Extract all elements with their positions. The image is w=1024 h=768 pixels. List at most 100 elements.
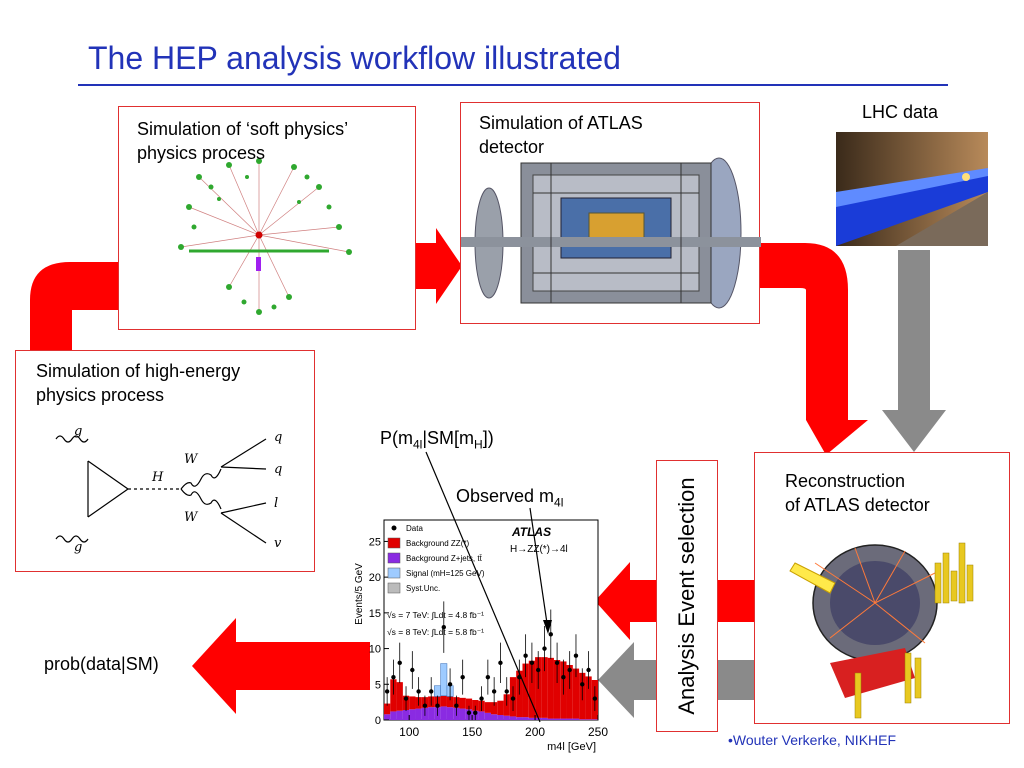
legend-marker <box>391 525 397 531</box>
bar-zjets <box>541 717 548 720</box>
bar-zjets <box>585 719 592 720</box>
x-axis-label: m4l [GeV] <box>547 741 596 753</box>
bar-zz <box>585 676 592 720</box>
bar-zjets <box>384 714 391 720</box>
data-point <box>592 696 598 701</box>
data-point <box>410 667 415 673</box>
legend-marker <box>387 567 401 579</box>
box-high-energy: Simulation of high-energy physics proces… <box>15 350 315 572</box>
p-label-pre: P(m <box>380 428 413 448</box>
event-display-graphic <box>789 542 974 719</box>
box-atlas-detector: Simulation of ATLAS detector <box>460 102 761 324</box>
bar-zjets <box>402 710 410 720</box>
bar-zz <box>541 657 548 718</box>
bar-zz <box>440 695 447 707</box>
lhc-data-label: LHC data <box>862 102 939 122</box>
observed-label-pre: Observed m <box>456 486 555 506</box>
label-W1: W <box>184 452 199 467</box>
bar-zz <box>553 660 561 719</box>
data-point <box>542 646 547 651</box>
box-reconstruction: Reconstruction of ATLAS detector <box>754 452 1010 724</box>
p-label-sub2: H <box>474 437 483 452</box>
bar-zjets <box>522 717 529 720</box>
reconstruction-label: Reconstruction of ATLAS detector <box>785 471 930 515</box>
data-point <box>504 689 509 694</box>
bar-zjets <box>415 708 422 720</box>
data-point <box>422 703 428 708</box>
arrow-detector-to-reco <box>760 243 868 455</box>
bar-zjets <box>547 718 554 720</box>
bar-zz <box>497 700 504 715</box>
soft-physics-label: Simulation of ‘soft physics’ physics pro… <box>137 119 349 163</box>
data-point <box>561 674 566 680</box>
data-point <box>573 653 579 658</box>
data-point <box>485 674 491 680</box>
y-tick-label: 15 <box>369 608 381 620</box>
y-axis-label: Events/5 GeV <box>354 563 365 625</box>
data-point <box>580 682 585 687</box>
label-g1: g <box>74 424 82 439</box>
bar-zz <box>484 702 491 713</box>
box-soft-physics: Simulation of ‘soft physics’ physics pro… <box>118 106 416 330</box>
label-v: v <box>274 536 282 551</box>
y-tick-label: 0 <box>375 715 381 727</box>
p-label-mid: |SM[m <box>422 428 475 448</box>
bar-zjets <box>566 718 573 720</box>
data-point <box>510 696 516 701</box>
footer-credit: •Wouter Verkerke, NIKHEF <box>728 732 897 748</box>
data-point <box>586 667 591 673</box>
x-tick-label: 200 <box>525 725 545 739</box>
data-point <box>384 689 390 694</box>
bar-zjets <box>579 719 586 720</box>
label-q1: q <box>274 430 282 445</box>
bar-zz <box>396 682 403 711</box>
bar-zjets <box>503 715 510 720</box>
x-tick-label: 100 <box>399 725 419 739</box>
p-label-sub1: 4l <box>413 437 423 452</box>
p-label-post: ]) <box>482 428 494 448</box>
data-point <box>435 703 440 708</box>
bar-zjets <box>390 711 397 720</box>
label-q2: q <box>274 462 282 477</box>
data-point <box>460 674 465 680</box>
bar-zjets <box>409 709 416 720</box>
bar-zjets <box>591 719 598 720</box>
bar-zjets <box>440 706 447 720</box>
bar-zjets <box>459 708 466 720</box>
legend-label: Data <box>406 524 423 533</box>
energy-label: √s = 8 TeV: ∫Ldt = 5.8 fb⁻¹ <box>387 627 484 637</box>
bar-zjets <box>491 714 498 720</box>
lhc-tunnel-photo <box>836 132 988 246</box>
analysis-selection-label: Analysis Event selection <box>674 477 699 715</box>
title-rule <box>78 84 948 86</box>
data-point <box>536 667 541 673</box>
label-g2: g <box>74 540 82 555</box>
bar-zz <box>409 696 416 710</box>
bar-zjets <box>572 718 580 720</box>
bar-zjets <box>478 711 485 720</box>
data-point <box>397 660 402 666</box>
p-likelihood-label: P(m4l|SM[mH]) <box>380 428 494 452</box>
bar-zz <box>566 665 573 719</box>
arrow-highenergy-to-soft <box>30 262 118 350</box>
bar-zjets <box>396 710 403 720</box>
legend-label: Syst.Unc. <box>406 584 440 593</box>
label-H: H <box>151 470 164 485</box>
energy-label: √s = 7 TeV: ∫Ldt = 4.8 fb⁻¹ <box>387 610 484 620</box>
legend-marker <box>387 537 401 549</box>
label-W2: W <box>184 510 199 525</box>
bar-zjets <box>535 717 542 720</box>
arrow-plot-to-prob <box>192 618 370 714</box>
data-point <box>517 674 522 680</box>
data-point <box>548 632 553 637</box>
bar-zjets <box>428 707 435 720</box>
data-point <box>529 660 535 666</box>
y-tick-label: 10 <box>369 644 381 656</box>
data-point <box>479 696 484 701</box>
chart-subtitle: H→ZZ(*)→4l <box>510 544 568 555</box>
observed-label: Observed m4l <box>456 486 563 510</box>
data-point <box>454 703 459 708</box>
data-point <box>567 667 572 673</box>
analysis-selection-box: Analysis Event selection <box>656 460 718 732</box>
